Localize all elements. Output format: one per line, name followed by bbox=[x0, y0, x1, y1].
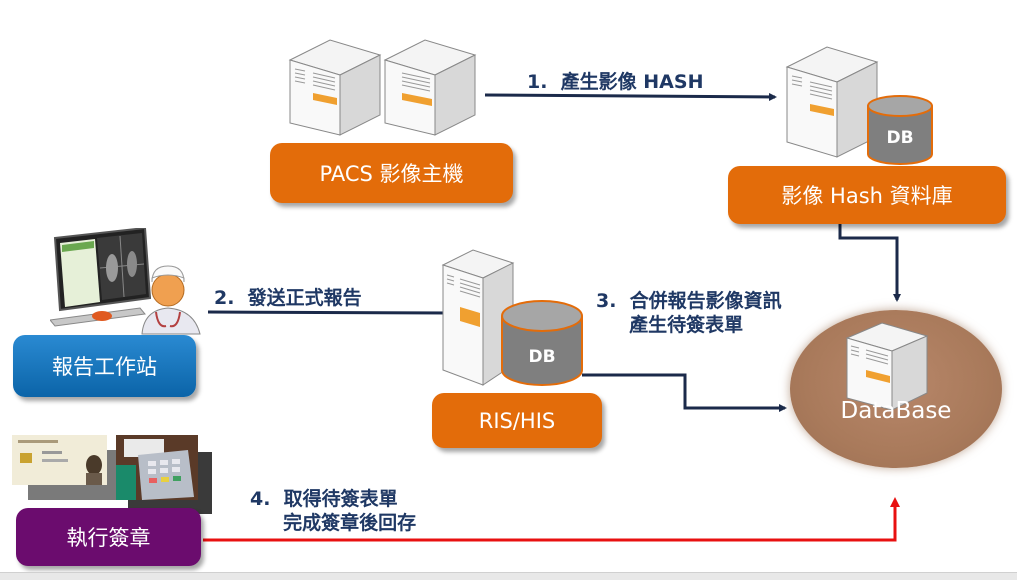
pacs-node: PACS 影像主機 bbox=[270, 143, 513, 203]
doctor-avatar-icon bbox=[141, 265, 201, 335]
pacs-label: PACS 影像主機 bbox=[319, 162, 464, 186]
step-2-label: 2. 發送正式報告 bbox=[214, 287, 362, 309]
arrow-step-3 bbox=[582, 373, 787, 412]
pacs-server-icon-1 bbox=[288, 39, 382, 136]
workstation-monitor-icon bbox=[50, 228, 152, 327]
pacs-server-icon-2 bbox=[383, 39, 477, 136]
step-3-label: 3. 合併報告影像資訊 產生待簽表單 bbox=[596, 290, 782, 336]
ris-his-node: RIS/HIS bbox=[432, 393, 602, 448]
signing-label: 執行簽章 bbox=[66, 526, 151, 550]
database-label: DataBase bbox=[840, 398, 952, 424]
ris-his-label: RIS/HIS bbox=[478, 408, 556, 433]
arrow-step-2 bbox=[207, 308, 454, 317]
ris-his-db-label: DB bbox=[528, 347, 556, 367]
step-1-label: 1. 產生影像 HASH bbox=[527, 71, 704, 93]
workstation-node: 報告工作站 bbox=[13, 335, 196, 397]
card-reader-photo-icon bbox=[116, 435, 198, 500]
ris-his-server-icon bbox=[441, 249, 515, 386]
bottom-divider bbox=[0, 572, 1017, 580]
arrow-step-4 bbox=[203, 497, 900, 542]
hash-db-cylinder-icon bbox=[867, 95, 933, 165]
signing-node: 執行簽章 bbox=[16, 508, 201, 566]
workstation-label: 報告工作站 bbox=[52, 355, 157, 379]
id-card-photo-icon bbox=[12, 435, 107, 485]
database-node: DataBase bbox=[790, 310, 1002, 468]
arrow-hash-to-database bbox=[838, 222, 901, 302]
hash-db-node: 影像 Hash 資料庫 bbox=[728, 166, 1006, 224]
step-4-label: 4. 取得待簽表單 完成簽章後回存 bbox=[250, 488, 417, 534]
database-server-icon bbox=[845, 322, 929, 411]
arrow-step-1 bbox=[484, 92, 777, 101]
hash-db-label: DB bbox=[886, 128, 914, 148]
ris-his-db-cylinder-icon bbox=[501, 300, 583, 386]
hash-db-node-label: 影像 Hash 資料庫 bbox=[781, 184, 953, 208]
